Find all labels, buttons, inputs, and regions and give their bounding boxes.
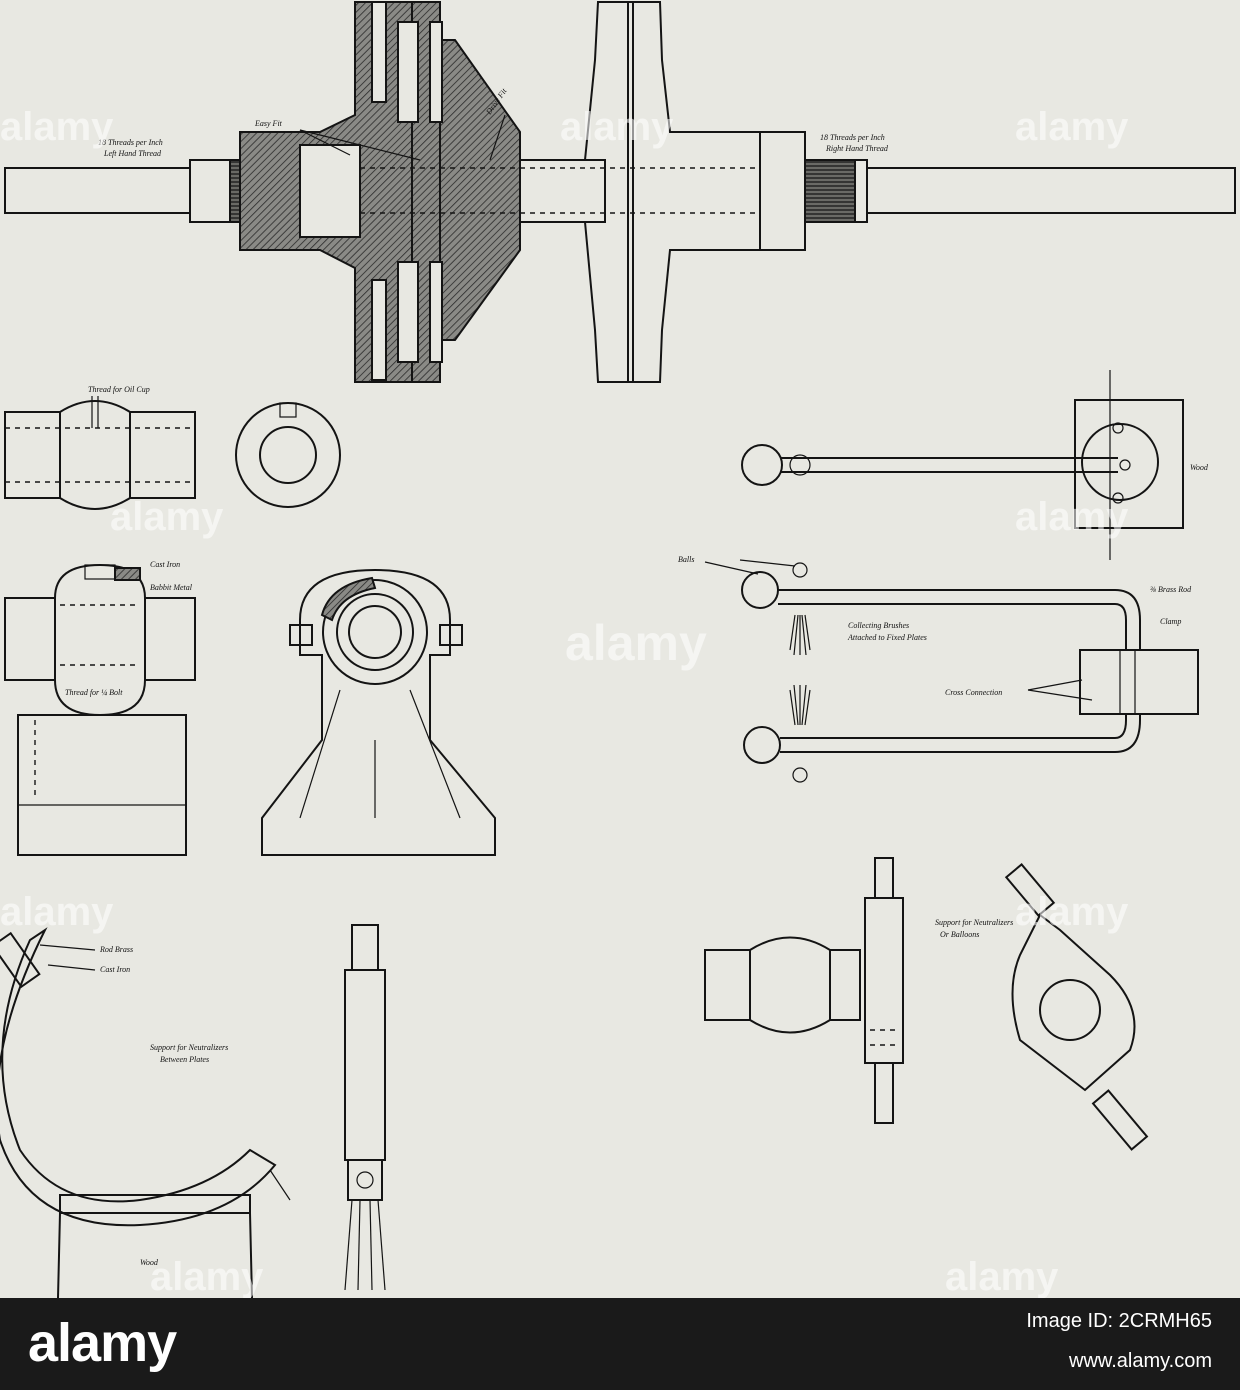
label-oil-cup: Thread for Oil Cup (88, 385, 150, 394)
mechanical-drawing: 18 Threads per Inch Left Hand Thread Eas… (0, 1, 1236, 1298)
watermark: alamy alamy alamy alamy alamy alamy alam… (0, 105, 1129, 1298)
shaft-assembly: 18 Threads per Inch Left Hand Thread Eas… (4, 1, 1236, 383)
label-cast-iron: Cast Iron (150, 560, 180, 569)
watermark-text: alamy (945, 1255, 1059, 1298)
label-bolt: Thread for ¼ Bolt (65, 688, 123, 697)
label-brass-rod: ⅜ Brass Rod (1150, 585, 1192, 594)
label-cross-connection: Cross Connection (945, 688, 1002, 697)
label-babbit: Babbit Metal (150, 583, 193, 592)
neutralizer-rod (344, 924, 386, 1291)
image-id: Image ID: 2CRMH65 (1026, 1310, 1212, 1332)
stock-footer: alamy Image ID: 2CRMH65 www.alamy.com (0, 1298, 1240, 1390)
label-left-thread-2: Left Hand Thread (103, 149, 162, 158)
label-balls: Balls (678, 555, 694, 564)
label-wood-bottom: Wood (140, 1258, 159, 1267)
label-neutralizer-1: Support for Neutralizers (150, 1043, 228, 1052)
label-rod-top: Rod Brass (99, 945, 133, 954)
drawing-sheet: 18 Threads per Inch Left Hand Thread Eas… (0, 1, 1236, 1298)
label-right-thread-2: Right Hand Thread (825, 144, 889, 153)
watermark-text: alamy (150, 1255, 264, 1298)
label-left-thread-1: 18 Threads per Inch (98, 138, 163, 147)
watermark-text: alamy (110, 495, 224, 539)
watermark-text: alamy (1015, 495, 1129, 539)
insulator-pieces: Support for Neutralizers Or Balloons (704, 857, 1149, 1151)
label-neutralizer-2: Between Plates (160, 1055, 209, 1064)
bearing-ring (235, 402, 341, 508)
label-easy-fit: Easy Fit (254, 119, 283, 128)
bearing-block: Cast Iron Babbit Metal Thread for ¼ Bolt (4, 560, 196, 856)
label-collecting-2: Attached to Fixed Plates (847, 633, 927, 642)
site-url: www.alamy.com (1069, 1350, 1212, 1372)
bearing-sleeve: Thread for Oil Cup (4, 385, 196, 510)
label-neutralizer-support-1: Support for Neutralizers (935, 918, 1013, 927)
bearing-bracket (261, 568, 496, 856)
watermark-text: alamy (1015, 890, 1129, 934)
watermark-text: alamy (0, 890, 114, 934)
label-right-thread-1: 18 Threads per Inch (820, 133, 885, 142)
label-neutralizer-support-2: Or Balloons (940, 930, 979, 939)
collecting-brushes: Balls ⅜ Brass Rod Collecting Brushes Att… (678, 555, 1199, 783)
neutralizer-arc: Rod Brass Cast Iron Support for Neutrali… (0, 927, 291, 1298)
label-collecting-1: Collecting Brushes (848, 621, 909, 630)
watermark-text: alamy (1015, 105, 1129, 149)
label-wood-top: Wood (1190, 463, 1209, 472)
label-clamp: Clamp (1160, 617, 1181, 626)
label-cast-iron-2: Cast Iron (100, 965, 130, 974)
watermark-text: alamy (565, 615, 707, 671)
watermark-text: alamy (560, 105, 674, 149)
watermark-text: alamy (0, 105, 114, 149)
collector-ball-plate: Wood (741, 370, 1209, 560)
brand-logo: alamy (28, 1313, 177, 1373)
